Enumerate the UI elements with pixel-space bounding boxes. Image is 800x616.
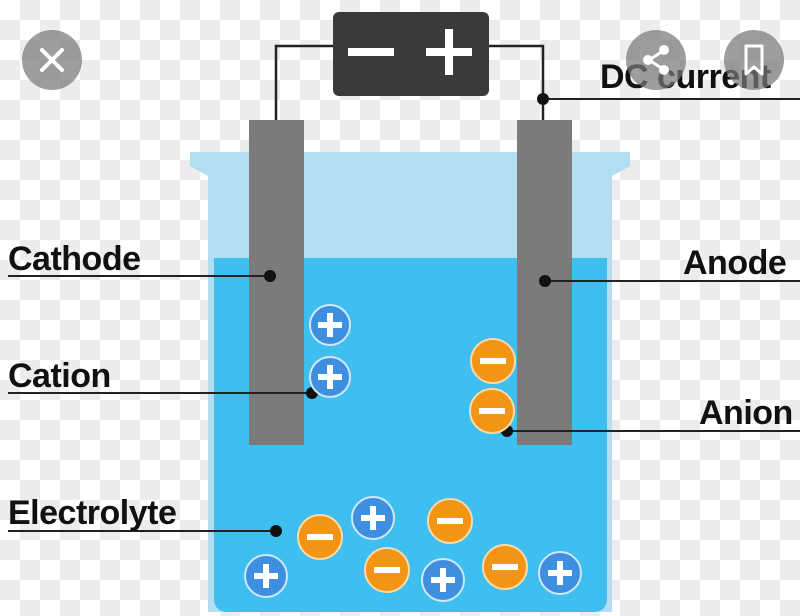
anion-ion bbox=[470, 338, 516, 384]
battery-plus-sign-v bbox=[445, 29, 453, 75]
cathode-label: Cathode bbox=[8, 240, 141, 278]
anion-ion bbox=[482, 544, 528, 590]
cation-label: Cation bbox=[8, 357, 111, 395]
cation-ion bbox=[244, 554, 288, 598]
cation-ion bbox=[309, 304, 351, 346]
close-icon bbox=[40, 48, 64, 72]
share-icon bbox=[643, 45, 669, 75]
anion-ion bbox=[297, 514, 343, 560]
wire-right bbox=[489, 44, 545, 120]
cation-ion bbox=[351, 496, 395, 540]
wire-left bbox=[274, 44, 333, 120]
cathode-dot bbox=[264, 270, 276, 282]
anode-dot bbox=[539, 275, 551, 287]
anion-ion bbox=[427, 498, 473, 544]
dc-current-dot bbox=[537, 93, 549, 105]
electrolyte-dot bbox=[270, 525, 282, 537]
anion-label: Anion bbox=[699, 394, 793, 432]
anode-label: Anode bbox=[683, 244, 787, 282]
close-button[interactable] bbox=[22, 30, 82, 90]
bookmark-button[interactable] bbox=[724, 30, 784, 90]
anion-ion bbox=[469, 388, 515, 434]
battery-minus-sign bbox=[348, 48, 394, 56]
bookmark-icon bbox=[744, 44, 764, 76]
anion-ion bbox=[364, 547, 410, 593]
share-button[interactable] bbox=[626, 30, 686, 90]
cation-ion bbox=[309, 356, 351, 398]
cathode-electrode bbox=[249, 120, 304, 445]
cation-ion bbox=[421, 558, 465, 602]
electrolyte-label: Electrolyte bbox=[8, 494, 177, 532]
cation-ion bbox=[538, 551, 582, 595]
